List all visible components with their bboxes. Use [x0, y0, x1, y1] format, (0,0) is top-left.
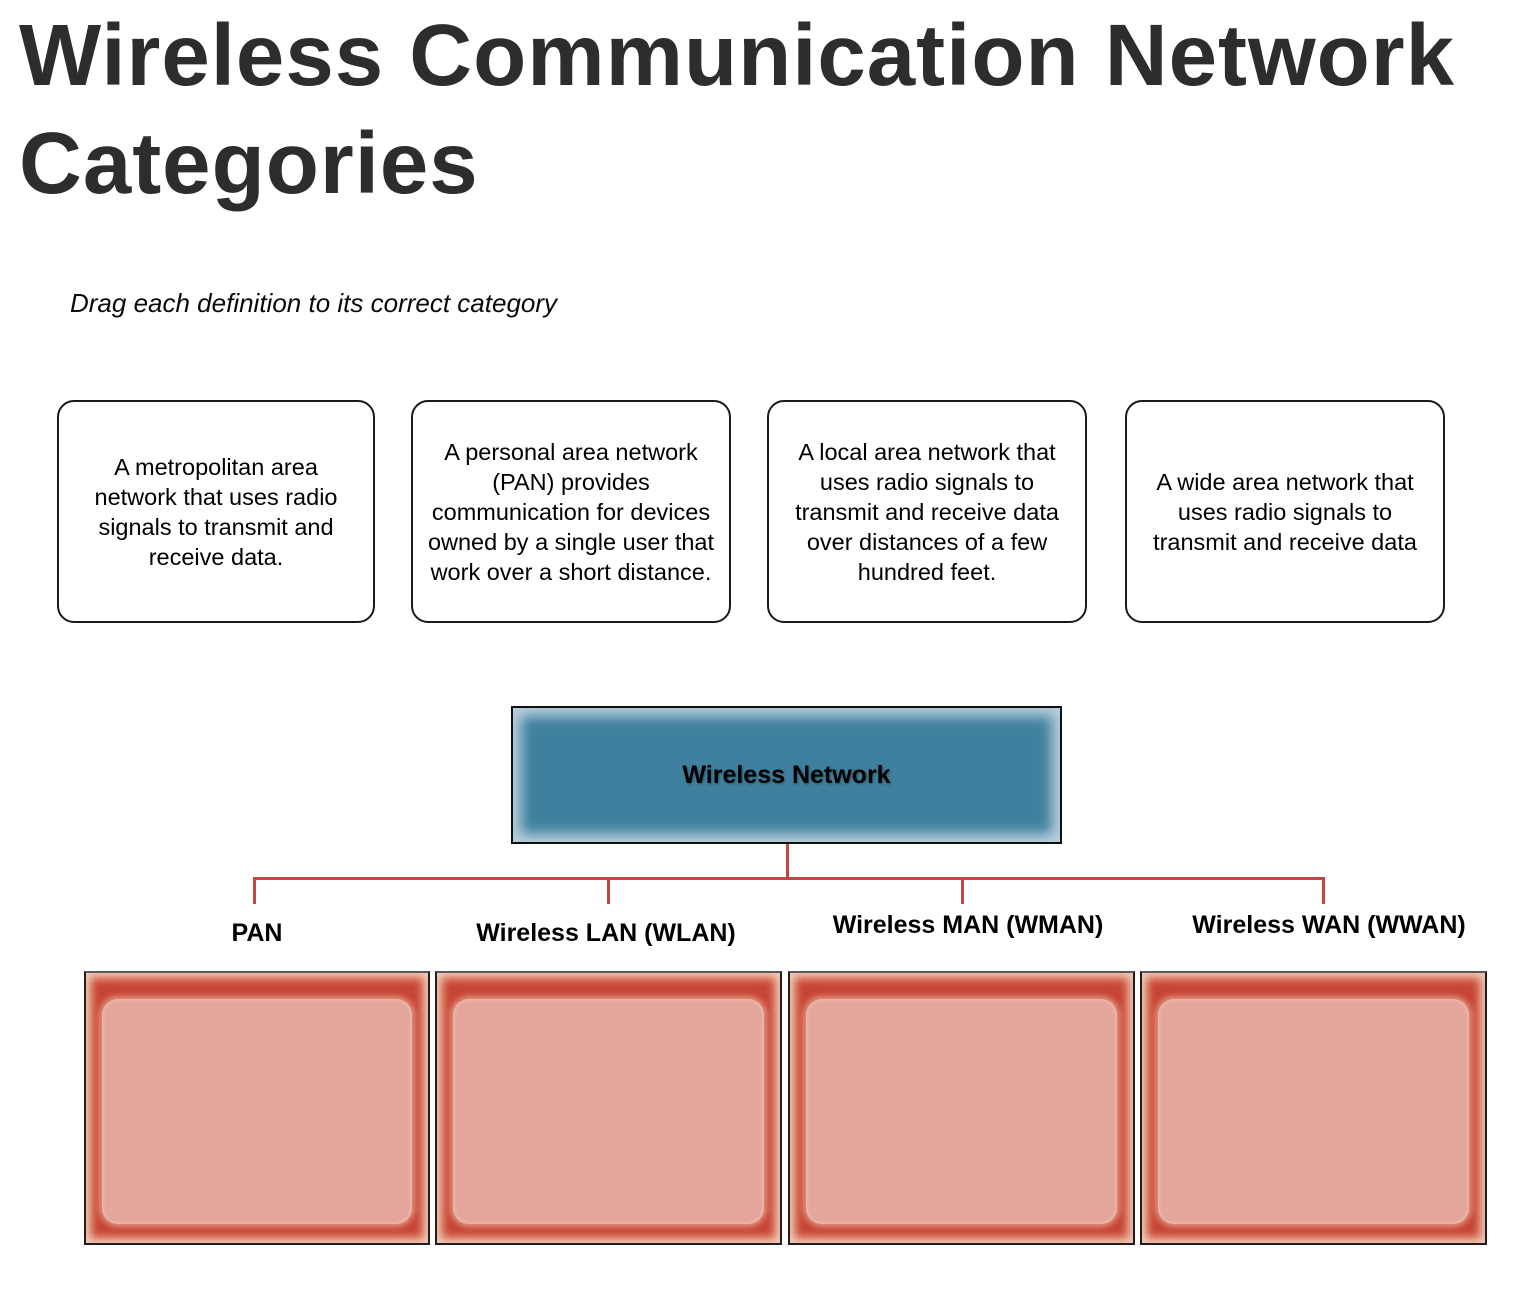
wireless-network-root-node: Wireless Network: [511, 706, 1062, 844]
definition-card-personal[interactable]: A personal area network (PAN) provides c…: [411, 400, 731, 623]
definition-card-wide[interactable]: A wide area network that uses radio sign…: [1125, 400, 1445, 623]
dropzone-wwan-fill: [1158, 999, 1469, 1224]
connector-stub-wman: [961, 877, 964, 904]
connector-root-vertical: [786, 844, 789, 879]
connector-stub-wlan: [607, 877, 610, 904]
dropzone-pan-fill: [102, 999, 412, 1224]
root-node-label: Wireless Network: [682, 760, 891, 789]
category-label-pan: PAN: [231, 919, 283, 947]
dropzone-wlan[interactable]: [435, 971, 782, 1245]
connector-stub-pan: [253, 877, 256, 904]
category-label-wman: Wireless MAN (WMAN): [832, 911, 1104, 939]
category-label-wlan: Wireless LAN (WLAN): [476, 919, 736, 947]
dropzone-wwan[interactable]: [1140, 971, 1487, 1245]
instruction-text: Drag each definition to its correct cate…: [70, 288, 558, 318]
connector-horizontal: [253, 877, 1325, 880]
category-label-wwan: Wireless WAN (WWAN): [1192, 911, 1466, 939]
dropzone-pan[interactable]: [84, 971, 430, 1245]
dropzone-wman[interactable]: [788, 971, 1135, 1245]
connector-stub-wwan: [1322, 877, 1325, 904]
definition-card-local[interactable]: A local area network that uses radio sig…: [767, 400, 1087, 623]
dropzone-wlan-fill: [453, 999, 764, 1224]
definition-card-metropolitan[interactable]: A metropolitan area network that uses ra…: [57, 400, 375, 623]
page-title: Wireless Communication Network Categorie…: [19, 7, 1456, 212]
dropzone-wman-fill: [806, 999, 1117, 1224]
